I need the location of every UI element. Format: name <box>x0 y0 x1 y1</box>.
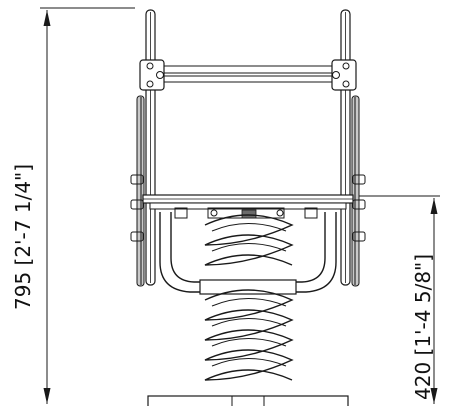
overall-height-label: 795 [2'-7 1/4"] <box>11 164 35 310</box>
seat-height-label: 420 [1'-4 5/8"] <box>411 254 435 400</box>
left-backrest-post <box>145 9 156 286</box>
right-backrest-post <box>340 9 351 286</box>
overall-height-dimension: 795 [2'-7 1/4"] <box>11 7 135 404</box>
seat-plate <box>142 194 354 210</box>
right-side-frame <box>351 95 360 287</box>
left-side-frame <box>136 95 145 287</box>
left-upper-clamp <box>139 59 165 91</box>
base-loop <box>159 212 337 295</box>
spring-base <box>147 395 349 406</box>
upper-crossbar <box>155 65 341 83</box>
left-mid-bolts <box>130 174 144 242</box>
right-upper-clamp <box>331 59 357 91</box>
right-mid-bolts <box>352 174 366 242</box>
seat-mechanism <box>174 207 318 219</box>
seat-height-dimension: 420 [1'-4 5/8"] <box>355 195 440 404</box>
coil-spring <box>204 214 294 381</box>
